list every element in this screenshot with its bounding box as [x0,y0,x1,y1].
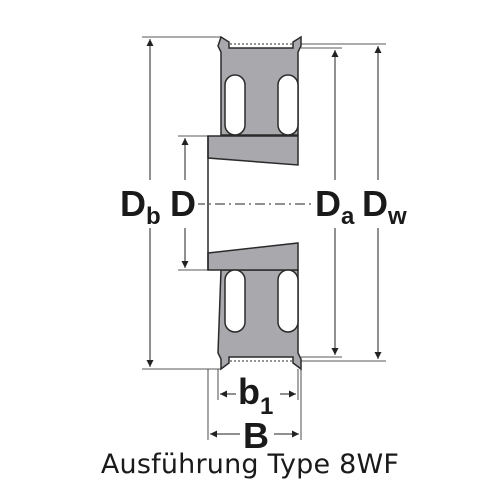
label-d: D [170,183,196,224]
diagram-caption: Ausführung Type 8WF [100,449,400,480]
label-dw: Dw [362,183,407,230]
hub-window-lower-left [224,269,246,333]
bore [208,136,298,270]
label-b: B [243,415,269,456]
label-db: Db [120,183,161,230]
hub-window-upper-left [224,74,246,136]
hub-window-upper-right [277,74,299,136]
hub-window-lower-right [277,269,299,333]
label-b1: b1 [238,371,273,420]
label-da: Da [315,183,355,230]
